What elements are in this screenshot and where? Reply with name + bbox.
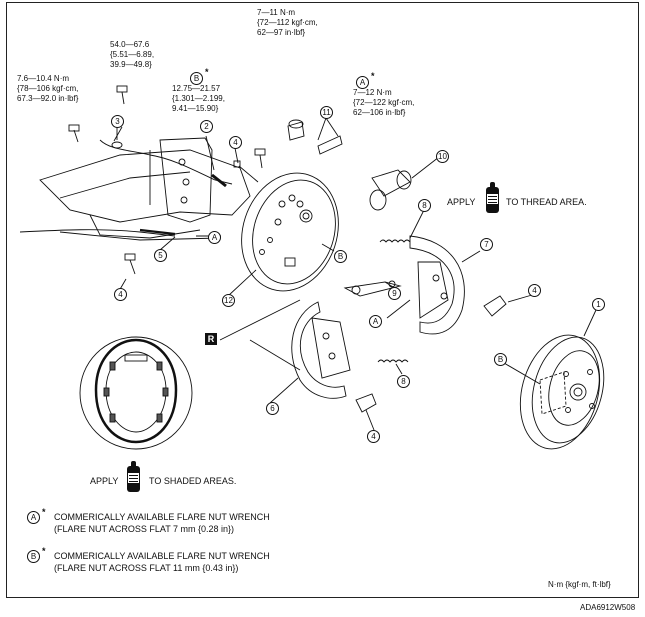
marker-a-cable: A <box>208 231 221 244</box>
marker-b-plate: B <box>334 250 347 263</box>
marker-b-torque: B <box>190 72 203 85</box>
note-b-marker: B <box>27 550 40 563</box>
callout-5: 5 <box>154 249 167 262</box>
callout-9: 9 <box>388 287 401 300</box>
callout-4-upper: 4 <box>229 136 242 149</box>
marker-a-shoe: A <box>369 315 382 328</box>
asterisk: * <box>42 507 46 517</box>
note-a-marker: A <box>27 511 40 524</box>
adjuster-assembly <box>343 281 402 297</box>
apply-shaded-text: TO SHADED AREAS. <box>149 476 237 486</box>
figure-code: ADA6912W508 <box>580 603 636 612</box>
callout-4-right: 4 <box>528 284 541 297</box>
marker-r: R <box>205 333 217 345</box>
marker-a-torque: A <box>356 76 369 89</box>
units-label: N·m {kgf·m, ft·lbf} <box>548 580 611 589</box>
callout-7: 7 <box>480 238 493 251</box>
upper-return-spring <box>379 239 411 243</box>
parking-brake-cable <box>19 229 176 237</box>
figure-frame <box>6 2 639 598</box>
callout-8-lower: 8 <box>397 375 410 388</box>
lower-return-spring <box>377 359 409 363</box>
callout-11: 11 <box>320 106 333 119</box>
apply-thread-label: APPLY <box>447 197 476 207</box>
torque-spec-bleeder-screw: 7—12 N·m{72—122 kgf·cm,62—106 in·lbf} <box>353 88 415 117</box>
torque-spec-wheel-cylinder-bolt: 7—11 N·m{72—112 kgf·cm,62—97 in·lbf} <box>257 8 318 37</box>
inset-shaded-areas-view <box>79 336 193 450</box>
callout-4-lower: 4 <box>367 430 380 443</box>
torque-spec-bracket-bolt: 7.6—10.4 N·m{78—106 kgf·cm,67.3—92.0 in·… <box>17 74 79 103</box>
wheel-cylinder <box>369 169 412 211</box>
apply-thread-text: TO THREAD AREA. <box>506 197 587 207</box>
callout-6: 6 <box>266 402 279 415</box>
callout-10: 10 <box>436 150 449 163</box>
callout-2: 2 <box>200 120 213 133</box>
callout-12: 12 <box>222 294 235 307</box>
trailing-brake-shoe <box>409 235 465 335</box>
callout-8-upper: 8 <box>418 199 431 212</box>
brake-drum <box>519 334 605 450</box>
leading-brake-shoe <box>291 301 351 399</box>
backing-plate <box>241 172 339 292</box>
apply-shaded-label: APPLY <box>90 476 119 486</box>
callout-1: 1 <box>592 298 605 311</box>
asterisk: * <box>42 546 46 556</box>
note-a-line1: COMMERICALLY AVAILABLE FLARE NUT WRENCH <box>54 512 270 522</box>
note-a-line2: (FLARE NUT ACROSS FLAT 7 mm {0.28 in}) <box>54 524 235 534</box>
asterisk: * <box>205 67 209 77</box>
vehicle-frame-outline <box>39 137 251 241</box>
torque-spec-brake-pipe: 12.75—21.57{1.301—2.199,9.41—15.90} <box>172 84 225 113</box>
callout-4-left: 4 <box>114 288 127 301</box>
note-b-line1: COMMERICALLY AVAILABLE FLARE NUT WRENCH <box>54 551 270 561</box>
marker-b-drum: B <box>494 353 507 366</box>
torque-spec-backing-plate-bolt: 54.0—67.6{5.51—6.89,39.9—49.8} <box>110 40 155 69</box>
note-b-line2: (FLARE NUT ACROSS FLAT 11 mm {0.43 in}) <box>54 563 239 573</box>
asterisk: * <box>371 71 375 81</box>
callout-3: 3 <box>111 115 124 128</box>
